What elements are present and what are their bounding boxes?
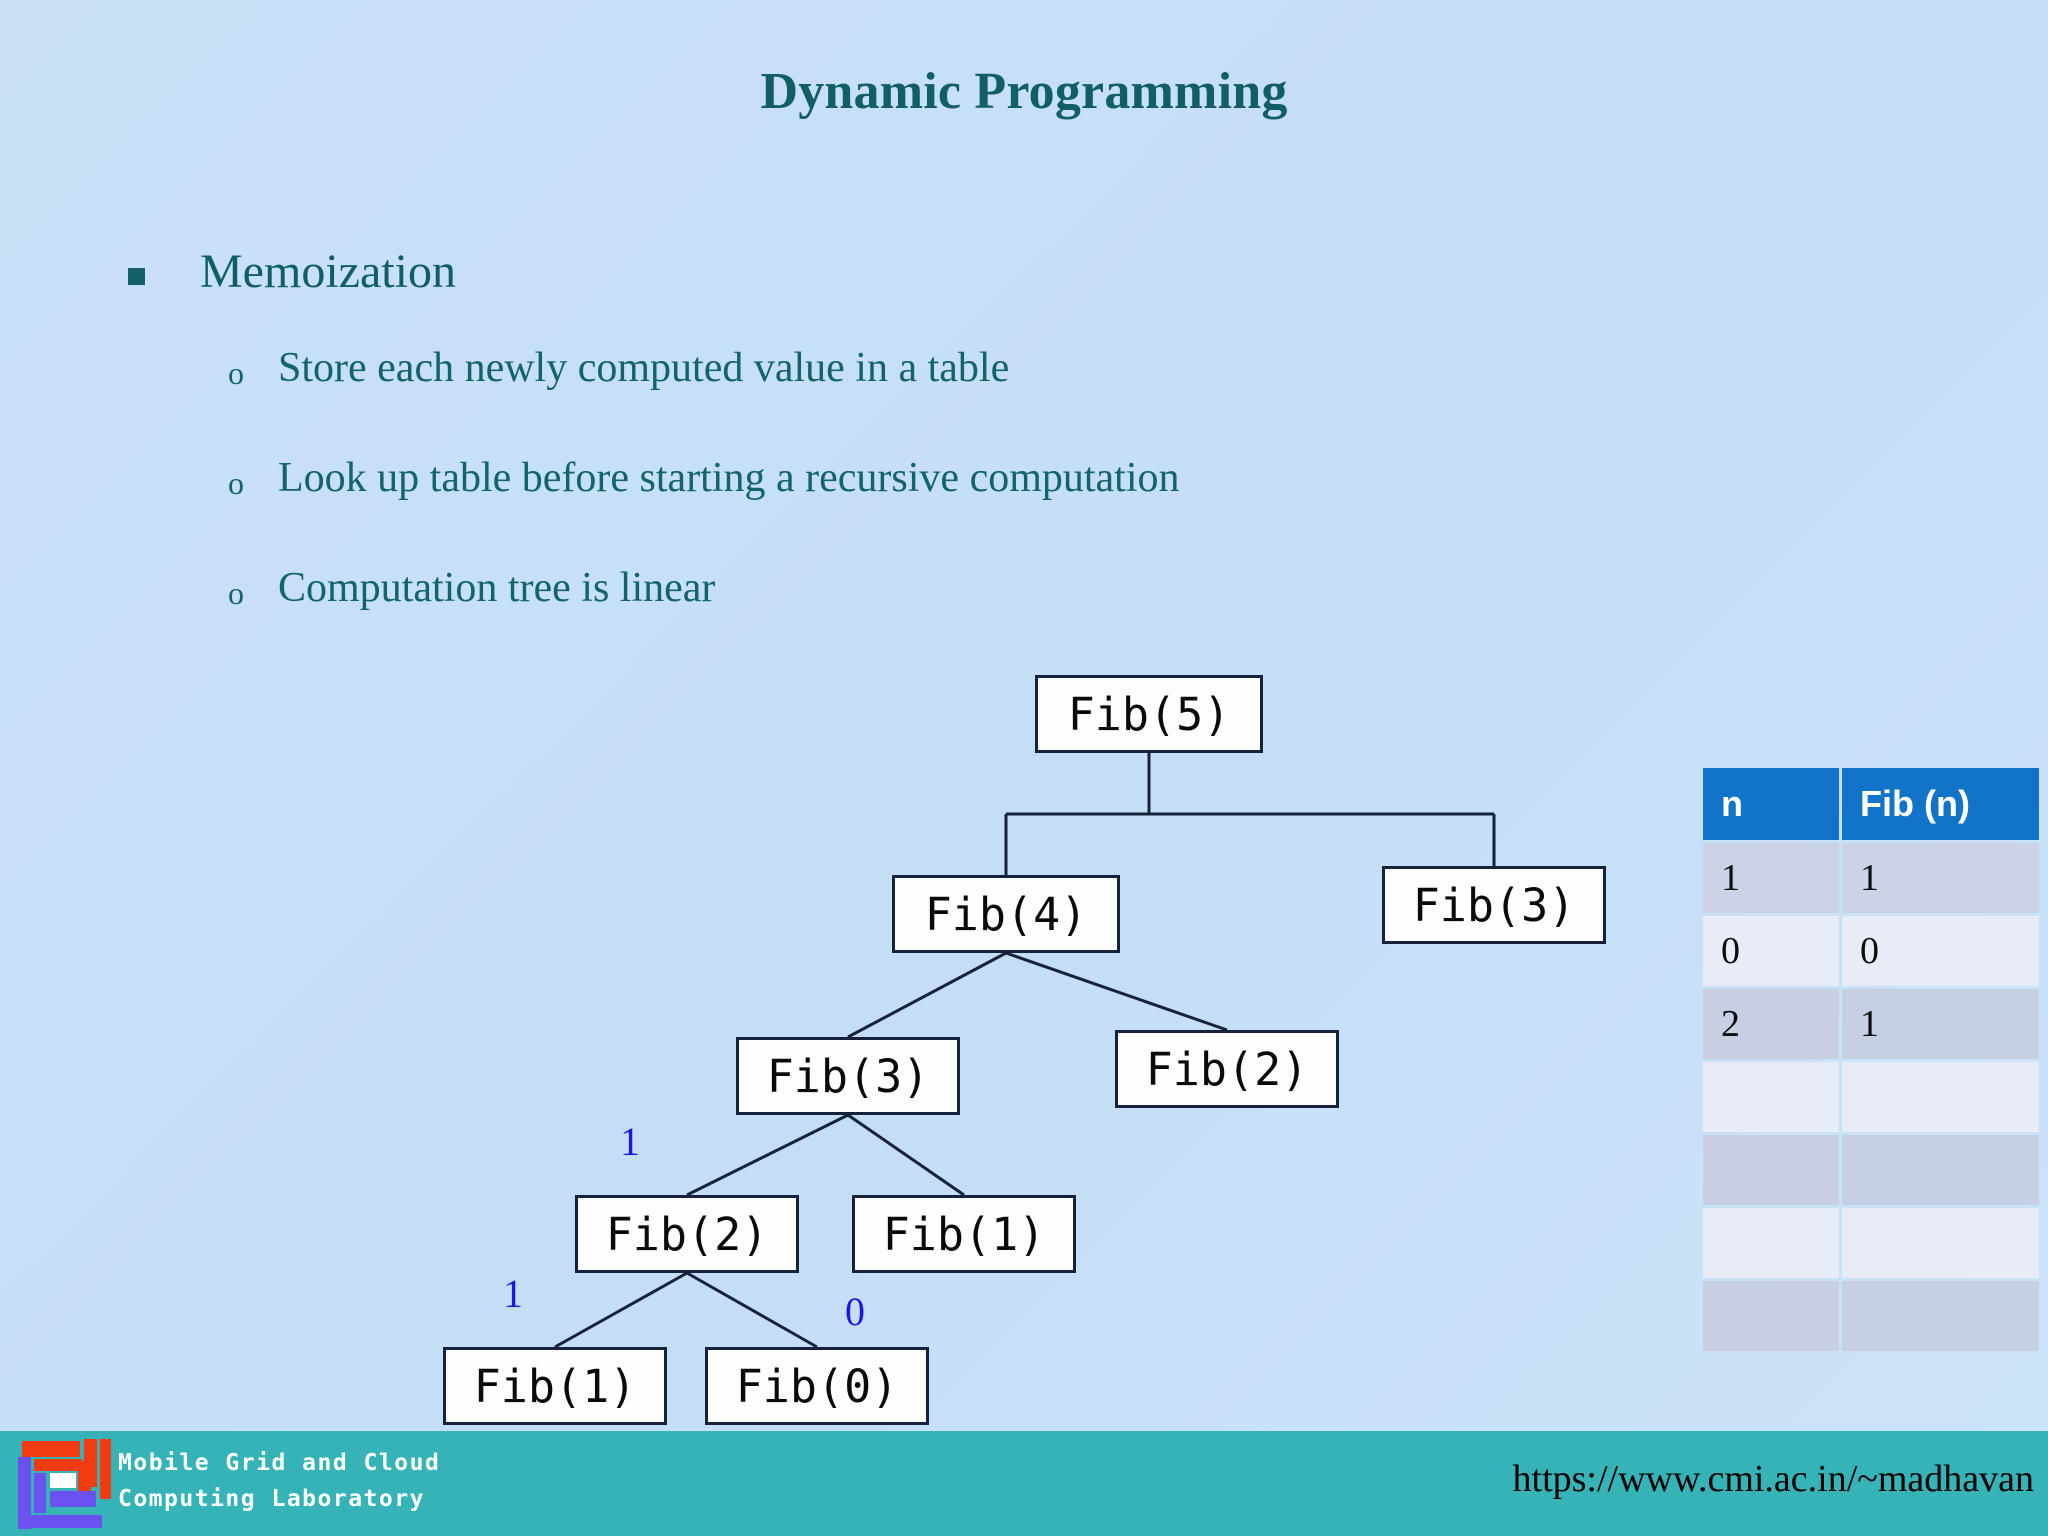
cell-n: 0 — [1703, 916, 1839, 986]
tree-node-fib2-right[interactable]: Fib(2) — [1115, 1030, 1339, 1108]
circle-bullet-icon: o — [228, 465, 244, 501]
table-header-row: n Fib (n) — [1703, 768, 2039, 840]
table-row[interactable]: 2 1 — [1703, 989, 2039, 1059]
cell-n: 2 — [1703, 989, 1839, 1059]
sub-bullet-store-value: o Store each newly computed value in a t… — [228, 345, 1009, 391]
square-bullet-icon — [128, 268, 145, 285]
lab-name-line2: Computing Laboratory — [118, 1486, 425, 1512]
circle-bullet-icon: o — [228, 575, 244, 611]
table-row[interactable] — [1703, 1135, 2039, 1205]
table-row[interactable] — [1703, 1281, 2039, 1351]
memo-table: n Fib (n) 1 1 0 0 2 1 — [1700, 765, 2042, 1354]
cell-n — [1703, 1135, 1839, 1205]
tree-node-fib3-right[interactable]: Fib(3) — [1382, 866, 1606, 944]
circle-bullet-icon: o — [228, 355, 244, 391]
tree-node-fib2-left[interactable]: Fib(2) — [575, 1195, 799, 1273]
table-row[interactable]: 1 1 — [1703, 843, 2039, 913]
mgcl-logo-icon — [14, 1437, 111, 1529]
bullet-level1-label: Memoization — [200, 245, 456, 298]
tree-node-fib5[interactable]: Fib(5) — [1035, 675, 1263, 753]
cell-fib: 1 — [1842, 989, 2039, 1059]
table-header-n: n — [1703, 768, 1839, 840]
cell-fib — [1842, 1135, 2039, 1205]
lab-name-line1: Mobile Grid and Cloud — [118, 1450, 441, 1476]
sub-bullet-label: Store each newly computed value in a tab… — [278, 345, 1010, 391]
page-title: Dynamic Programming — [760, 63, 1288, 120]
table-row[interactable] — [1703, 1062, 2039, 1132]
cell-n — [1703, 1281, 1839, 1351]
cell-n — [1703, 1062, 1839, 1132]
cell-fib: 1 — [1842, 843, 2039, 913]
cell-fib — [1842, 1281, 2039, 1351]
edge-label-1b: 1 — [503, 1271, 523, 1316]
table-row[interactable]: 0 0 — [1703, 916, 2039, 986]
tree-node-fib0-bottom[interactable]: Fib(0) — [705, 1347, 929, 1425]
bullet-memoization: Memoization — [128, 245, 456, 299]
sub-bullet-look-up-table: o Look up table before starting a recurs… — [228, 455, 1180, 501]
cell-fib — [1842, 1208, 2039, 1278]
footer-band: Mobile Grid and Cloud Computing Laborato… — [0, 1431, 2048, 1536]
footer-url-link[interactable]: https://www.cmi.ac.in/~madhavan — [1512, 1458, 2034, 1500]
table-header-fib: Fib (n) — [1842, 768, 2039, 840]
edge-label-1a: 1 — [620, 1119, 640, 1164]
cell-n — [1703, 1208, 1839, 1278]
tree-node-fib3-left[interactable]: Fib(3) — [736, 1037, 960, 1115]
cell-fib — [1842, 1062, 2039, 1132]
sub-bullet-linear-tree: o Computation tree is linear — [228, 565, 715, 611]
sub-bullet-label: Look up table before starting a recursiv… — [278, 455, 1180, 501]
edge-label-0: 0 — [845, 1289, 865, 1334]
tree-node-fib1-right[interactable]: Fib(1) — [852, 1195, 1076, 1273]
tree-node-fib4[interactable]: Fib(4) — [892, 875, 1120, 953]
cell-fib: 0 — [1842, 916, 2039, 986]
tree-node-fib1-bottom[interactable]: Fib(1) — [443, 1347, 667, 1425]
cell-n: 1 — [1703, 843, 1839, 913]
table-row[interactable] — [1703, 1208, 2039, 1278]
sub-bullet-label: Computation tree is linear — [278, 565, 716, 611]
lab-name: Mobile Grid and Cloud Computing Laborato… — [118, 1445, 440, 1517]
